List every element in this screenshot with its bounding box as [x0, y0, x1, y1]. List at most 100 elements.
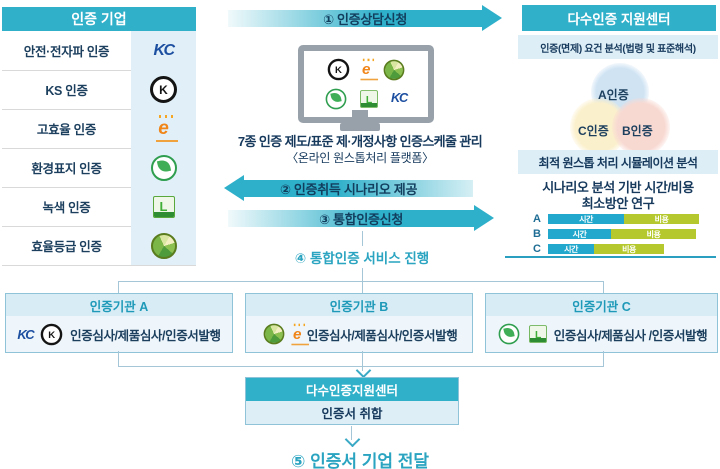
arrow-step2-left: ② 인증취득 시나리오 제공	[224, 175, 473, 201]
agency-a-desc: 인증심사/제품심사/인증서발행	[70, 328, 221, 343]
eco-label-cert-icon	[498, 323, 520, 345]
cert-label: 안전·전자파 인증	[23, 45, 110, 59]
step5-label: ⑤ 인증서 기업 전달	[240, 447, 480, 469]
ks-cert-icon: K	[40, 323, 63, 345]
right-panel-bottom-rule	[505, 256, 716, 258]
connector-up-a	[118, 351, 119, 366]
agency-box-b: 인증기관 B e 인증심사/제품심사/인증서발행	[245, 293, 473, 353]
kc-cert-icon: KC	[390, 91, 408, 106]
chart-category-label: A	[533, 213, 541, 225]
left-row-safety-emc: 안전·전자파 인증 KC	[2, 31, 196, 71]
arrow-step1-right: ① 인증상담신청	[228, 5, 502, 31]
icon-cell: KC	[131, 31, 196, 70]
high-efficiency-cert-icon: e	[291, 323, 309, 345]
agency-box-a: 인증기관 A KC K 인증심사/제품심사/인증서발행	[5, 293, 233, 353]
arrow-body	[228, 209, 474, 227]
left-row-ks: KS 인증 K	[2, 70, 196, 110]
green-cert-icon: L	[360, 90, 378, 108]
connector-horizontal-bottom	[118, 366, 604, 367]
chart-category-label: B	[533, 228, 541, 240]
arrow-right-icon	[482, 5, 502, 31]
eco-label-cert-icon	[325, 88, 347, 110]
left-row-eco-label: 환경표지 인증	[2, 148, 196, 188]
monitor-stand-neck	[352, 110, 368, 123]
venn-label-a: A인증	[598, 88, 629, 102]
arrow-right-icon	[474, 205, 494, 231]
left-row-high-efficiency: 고효율 인증 e	[2, 109, 196, 149]
ks-cert-icon: K	[150, 76, 177, 103]
bar-segment-A: 비용	[624, 214, 699, 224]
high-efficiency-cert-icon: e	[156, 115, 178, 142]
venn-label-b: B인증	[622, 124, 653, 138]
step1-label: ① 인증상담신청	[323, 11, 407, 27]
arrow-left-icon	[224, 175, 244, 201]
cert-label: KS 인증	[45, 84, 88, 98]
efficiency-grade-cert-icon	[263, 323, 285, 345]
agency-b-title: 인증기관 B	[246, 294, 472, 316]
step4-label: ④ 통합인증 서비스 진행	[262, 246, 462, 268]
icon-cell	[131, 226, 196, 265]
cert-label: 고효율 인증	[36, 123, 97, 137]
kc-cert-icon: KC	[153, 41, 175, 59]
agency-c-title: 인증기관 C	[486, 294, 717, 316]
connector-vertical-center-bottom	[362, 351, 363, 371]
agency-b-desc: 인증심사/제품심사/인증서발행	[306, 328, 458, 343]
icon-cell: L	[131, 187, 196, 226]
connector-drop-c	[603, 281, 604, 293]
chart-category-label: C	[533, 243, 541, 255]
connector-collector-down	[351, 426, 352, 440]
left-row-green: 녹색 인증 L	[2, 187, 196, 227]
agency-c-body: L 인증심사/제품심사 /인증서발행	[486, 316, 717, 352]
cert-label: 효율등급 인증	[31, 240, 102, 254]
agency-c-desc: 인증심사/제품심사 /인증서발행	[553, 328, 708, 343]
right-panel-title: 다수인증 지원센터	[522, 5, 716, 31]
collector-title: 다수인증지원센터	[246, 378, 458, 401]
cert-label: 환경표지 인증	[31, 162, 102, 176]
ks-cert-icon: K	[327, 58, 350, 81]
study-line-1: 시나리오 분석 기반 시간/비용	[542, 180, 694, 195]
left-panel-title: 인증 기업	[2, 7, 196, 31]
agency-a-title: 인증기관 A	[6, 294, 232, 316]
bar-segment-C: 시간	[548, 244, 594, 254]
arrow-body	[244, 179, 473, 197]
icon-cell: K	[131, 70, 196, 109]
bar-segment-B: 시간	[548, 229, 611, 239]
green-cert-icon: L	[528, 325, 547, 343]
arrow-step3-right: ③ 통합인증신청	[228, 205, 494, 231]
analysis-band-2: 최적 원스톱 처리 시뮬레이션 분석	[518, 150, 718, 174]
collector-box: 다수인증지원센터 인증서 취합	[245, 377, 459, 425]
bar-segment-B: 비용	[611, 229, 696, 239]
venn-label-c: C인증	[578, 124, 609, 138]
efficiency-grade-cert-icon	[150, 232, 177, 259]
monitor-stand-base	[340, 123, 380, 131]
bar-segment-C: 비용	[594, 244, 664, 254]
connector-horizontal-top	[118, 281, 604, 282]
green-cert-icon: L	[152, 195, 175, 218]
connector-drop-a	[118, 281, 119, 293]
monitor-icon-row-1: K e	[325, 56, 407, 83]
step3-label: ③ 통합인증신청	[319, 211, 403, 227]
icon-cell: e	[131, 109, 196, 148]
efficiency-grade-cert-icon	[383, 59, 405, 80]
bar-segment-A: 시간	[548, 214, 624, 224]
connector-up-c	[603, 351, 604, 366]
platform-caption-line2: 〈온라인 원스톱처리 플랫폼〉	[286, 151, 434, 165]
arrow-body	[228, 9, 482, 27]
agency-a-body: KC K 인증심사/제품심사/인증서발행	[6, 316, 232, 352]
icon-cell	[131, 148, 196, 187]
step2-label: ② 인증취득 시나리오 제공	[279, 181, 418, 197]
analysis-band-1: 인증(면제) 요건 분석(법령 및 표준해석)	[518, 35, 718, 59]
agency-box-c: 인증기관 C L 인증심사/제품심사 /인증서발행	[485, 293, 718, 353]
connector-drop-b	[362, 281, 363, 293]
cert-label: 녹색 인증	[42, 201, 91, 215]
arrow-down-icon	[344, 431, 361, 448]
collector-body: 인증서 취합	[246, 401, 458, 424]
eco-label-cert-icon	[150, 154, 177, 181]
